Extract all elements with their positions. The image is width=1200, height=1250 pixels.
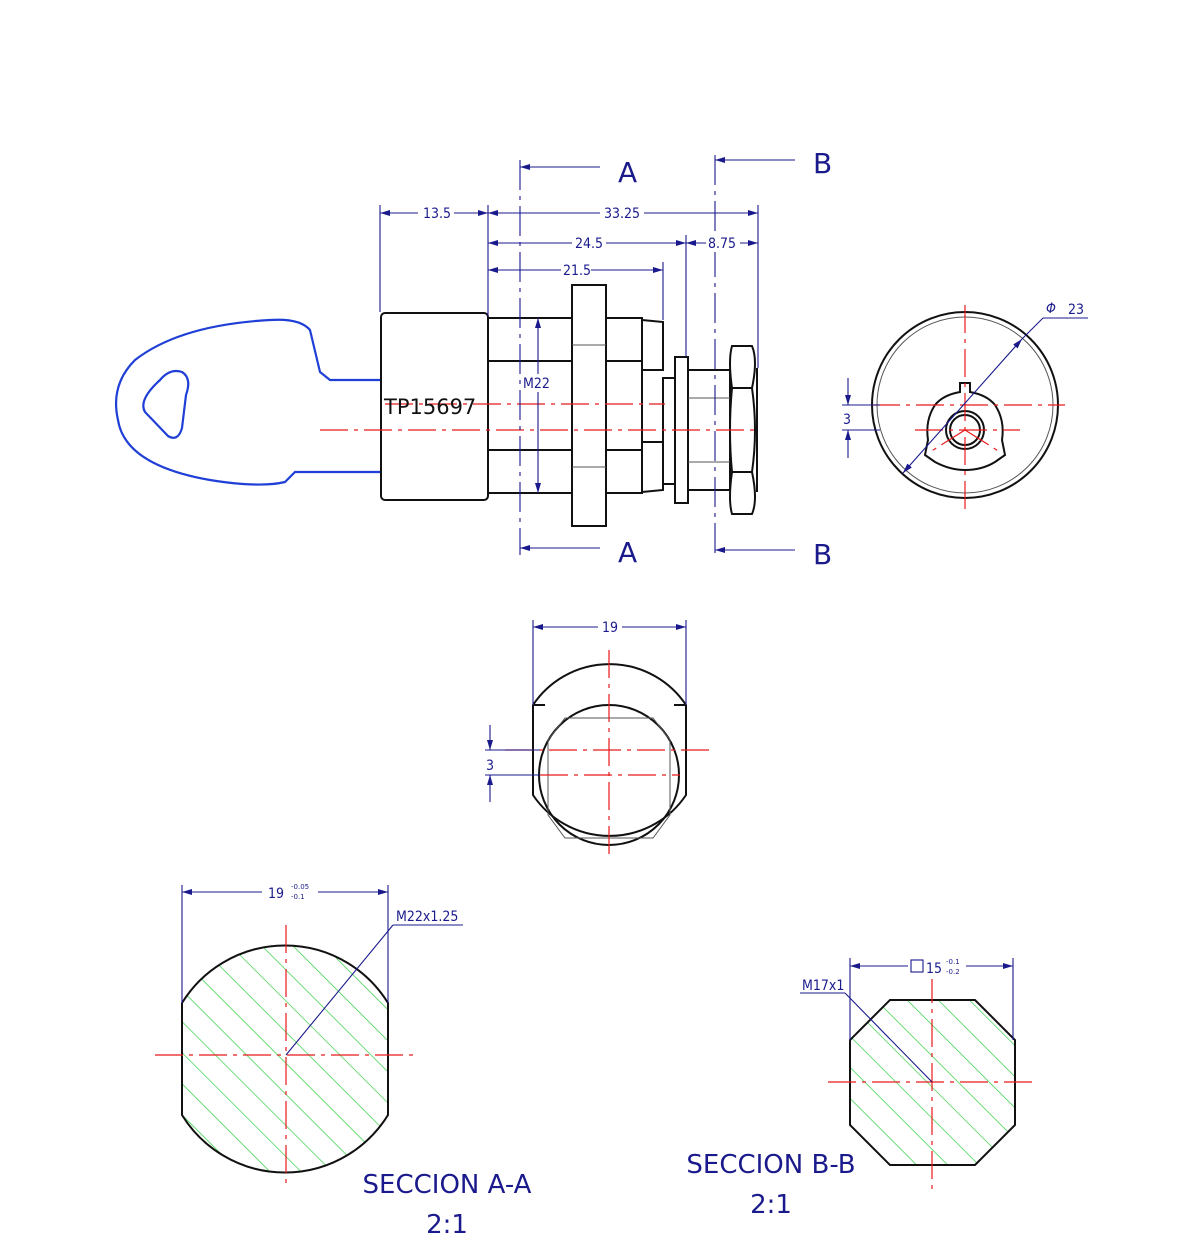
section-b-b: 15 -0.1 -0.2 M17x1 SECCION B-B 2:1: [686, 955, 1035, 1220]
section-marker-b-bottom: B: [813, 538, 832, 571]
dim-offset-end: 3: [843, 412, 851, 428]
dim-offset-front: 3: [486, 758, 494, 774]
square-symbol: [910, 959, 924, 973]
key-triangle-hole: [142, 369, 190, 439]
dim-nut-length: 8.75: [708, 236, 736, 252]
dim-outer-diameter: 23: [1068, 302, 1084, 318]
dim-key-length: 13.5: [423, 206, 451, 222]
flange-nut: [571, 284, 607, 527]
dim-section-a-width: 19: [268, 886, 284, 902]
section-marker-a-bottom: A: [618, 536, 637, 569]
dim-section-b-tol-lower: -0.2: [946, 968, 960, 976]
dim-to-washer: 24.5: [575, 236, 603, 252]
section-a-a: 19 -0.05 -0.1 M22x1.25 SECCION A-A 2:1: [155, 880, 532, 1240]
dim-outer-diameter-symbol: Φ: [1046, 301, 1056, 317]
dim-thread-length: 21.5: [563, 263, 591, 279]
threaded-shank: [487, 317, 643, 494]
hex-nut: [729, 345, 756, 515]
dim-section-a-tol-lower: -0.1: [291, 893, 305, 901]
front-view: 19 3: [485, 618, 712, 855]
dim-overall-length: 33.25: [604, 206, 640, 222]
part-number: TP15697: [383, 395, 476, 419]
section-a-scale: 2:1: [426, 1210, 468, 1240]
section-b-title: SECCION B-B: [686, 1150, 855, 1180]
section-b-scale: 2:1: [750, 1190, 792, 1220]
section-a-title: SECCION A-A: [363, 1170, 532, 1200]
dim-flat-width: 19: [602, 620, 618, 636]
section-marker-a-top: A: [618, 156, 637, 189]
key-outline: [114, 318, 380, 486]
dim-section-b-tol-upper: -0.1: [946, 958, 960, 966]
end-view: Φ 23 3: [842, 301, 1088, 510]
section-marker-b-top: B: [813, 147, 832, 180]
dim-thread-diameter: M22: [523, 376, 550, 392]
dim-section-b-thread: M17x1: [802, 978, 844, 994]
dim-section-a-tol-upper: -0.05: [291, 883, 309, 891]
dim-section-b-width: 15: [926, 961, 942, 977]
side-view: TP15697 A A B B 13.5 33.25 2: [114, 147, 832, 571]
dim-section-a-thread: M22x1.25: [396, 909, 458, 925]
